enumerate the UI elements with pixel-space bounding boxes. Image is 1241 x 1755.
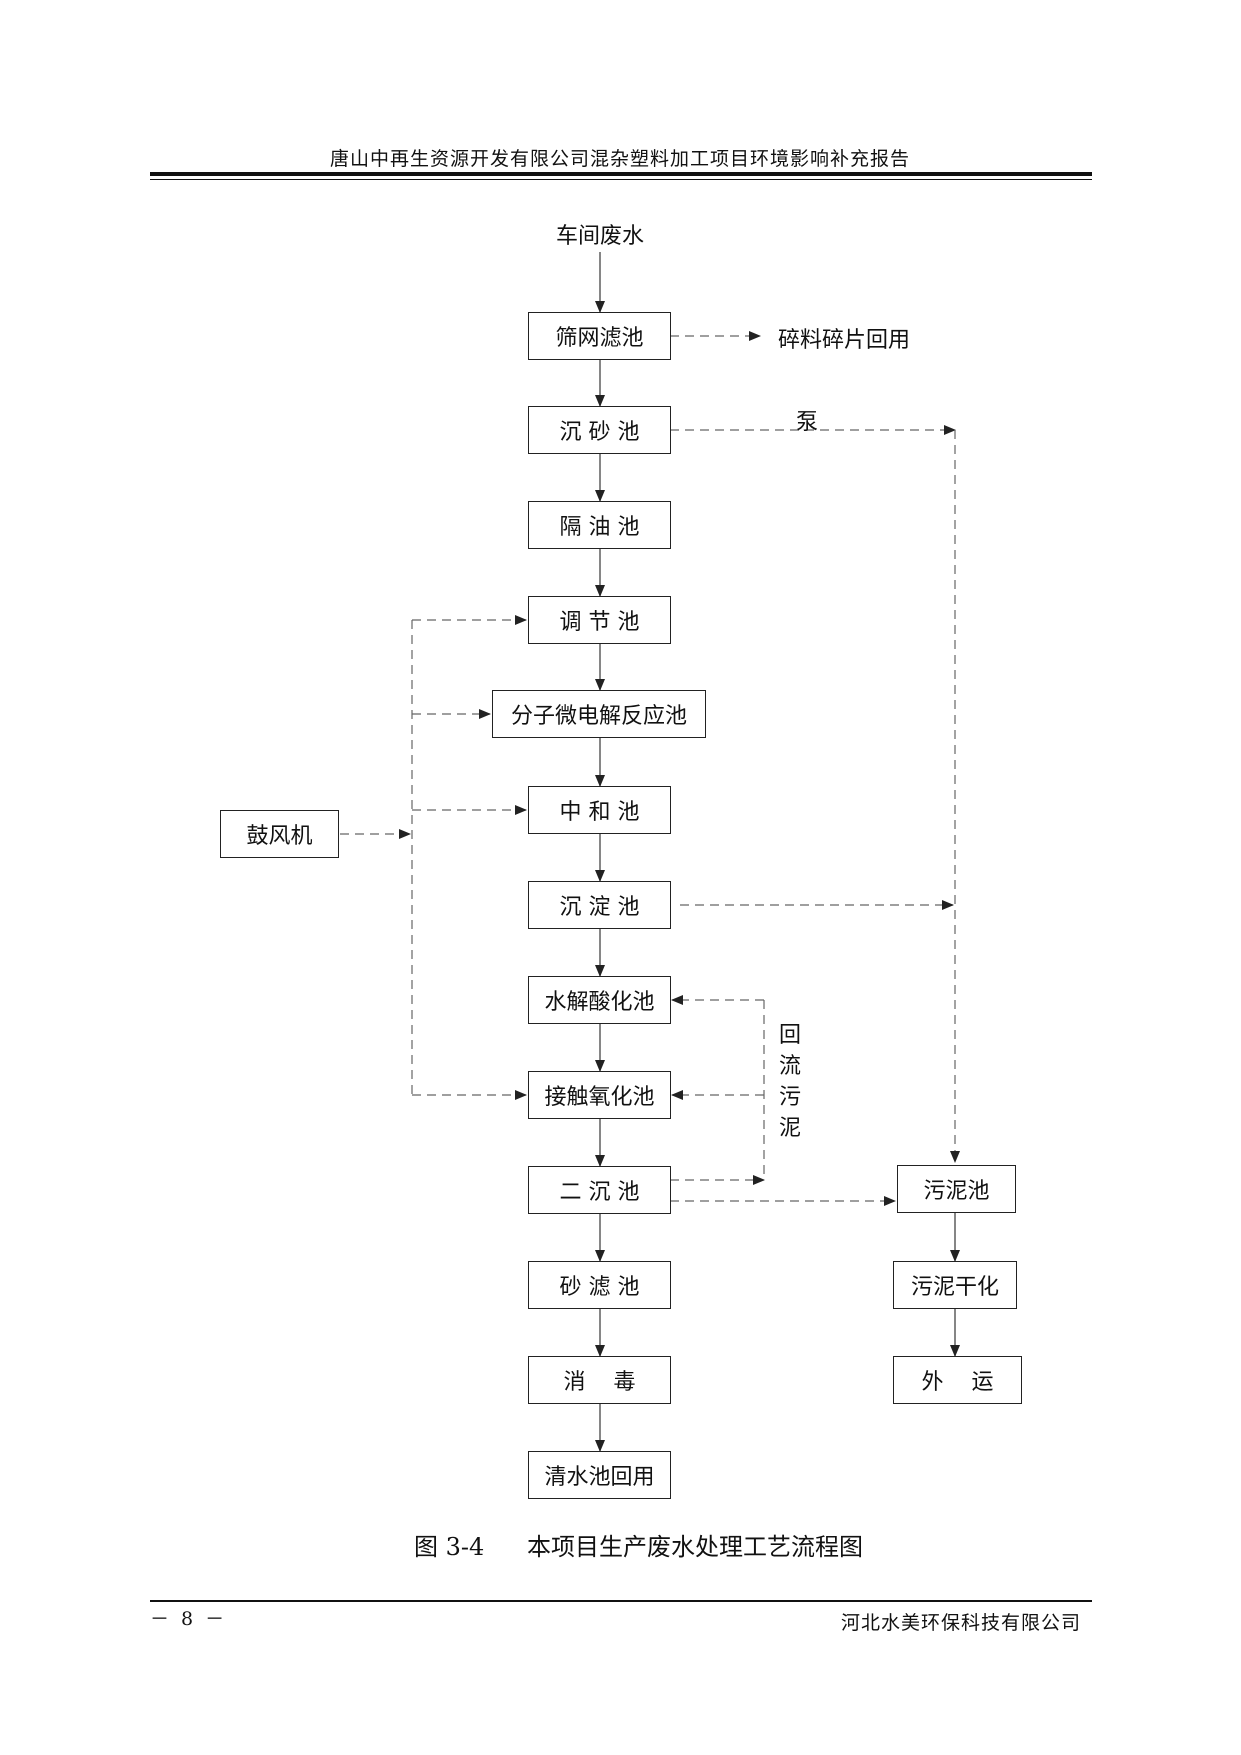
box-sludge-drying: 污泥干化 bbox=[893, 1261, 1017, 1309]
box-equalization-tank: 调 节 池 bbox=[528, 596, 671, 644]
box-clear-water-reuse: 清水池回用 bbox=[528, 1451, 671, 1499]
box-sludge-tank: 污泥池 bbox=[897, 1165, 1016, 1213]
label-return-sludge-char: 回 bbox=[778, 1023, 801, 1048]
box-grit-chamber: 沉 砂 池 bbox=[528, 406, 671, 454]
header-rule-thick bbox=[150, 172, 1092, 176]
label-return-sludge-char: 泥 bbox=[778, 1116, 801, 1141]
box-oil-separator: 隔 油 池 bbox=[528, 501, 671, 549]
page-number: － 8 － bbox=[150, 1608, 228, 1630]
box-contact-oxidation-tank: 接触氧化池 bbox=[528, 1071, 671, 1119]
figure-number: 图 3-4 bbox=[414, 1533, 485, 1561]
box-disinfection: 消 毒 bbox=[528, 1356, 671, 1404]
report-header-title: 唐山中再生资源开发有限公司混杂塑料加工项目环境影响补充报告 bbox=[329, 148, 910, 170]
box-micro-electrolysis-reactor: 分子微电解反应池 bbox=[492, 690, 706, 738]
figure-title: 本项目生产废水处理工艺流程图 bbox=[527, 1533, 863, 1561]
label-pump: 泵 bbox=[796, 410, 819, 435]
label-return-sludge-char: 流 bbox=[778, 1054, 801, 1079]
footer-rule bbox=[150, 1600, 1092, 1602]
box-haul-out: 外 运 bbox=[893, 1356, 1022, 1404]
box-hydrolysis-acidification-tank: 水解酸化池 bbox=[528, 976, 671, 1024]
box-screen-filter-tank: 筛网滤池 bbox=[528, 312, 671, 360]
box-blower: 鼓风机 bbox=[220, 810, 339, 858]
header-rule-thin bbox=[150, 179, 1092, 180]
label-scrap-reuse: 碎料碎片回用 bbox=[778, 328, 911, 353]
source-label-workshop-wastewater: 车间废水 bbox=[556, 224, 645, 249]
box-secondary-clarifier: 二 沉 池 bbox=[528, 1166, 671, 1214]
label-return-sludge-char: 污 bbox=[778, 1085, 801, 1110]
footer-company-name: 河北水美环保科技有限公司 bbox=[840, 1612, 1081, 1634]
box-sedimentation-tank: 沉 淀 池 bbox=[528, 881, 671, 929]
box-neutralization-tank: 中 和 池 bbox=[528, 786, 671, 834]
box-sand-filter: 砂 滤 池 bbox=[528, 1261, 671, 1309]
